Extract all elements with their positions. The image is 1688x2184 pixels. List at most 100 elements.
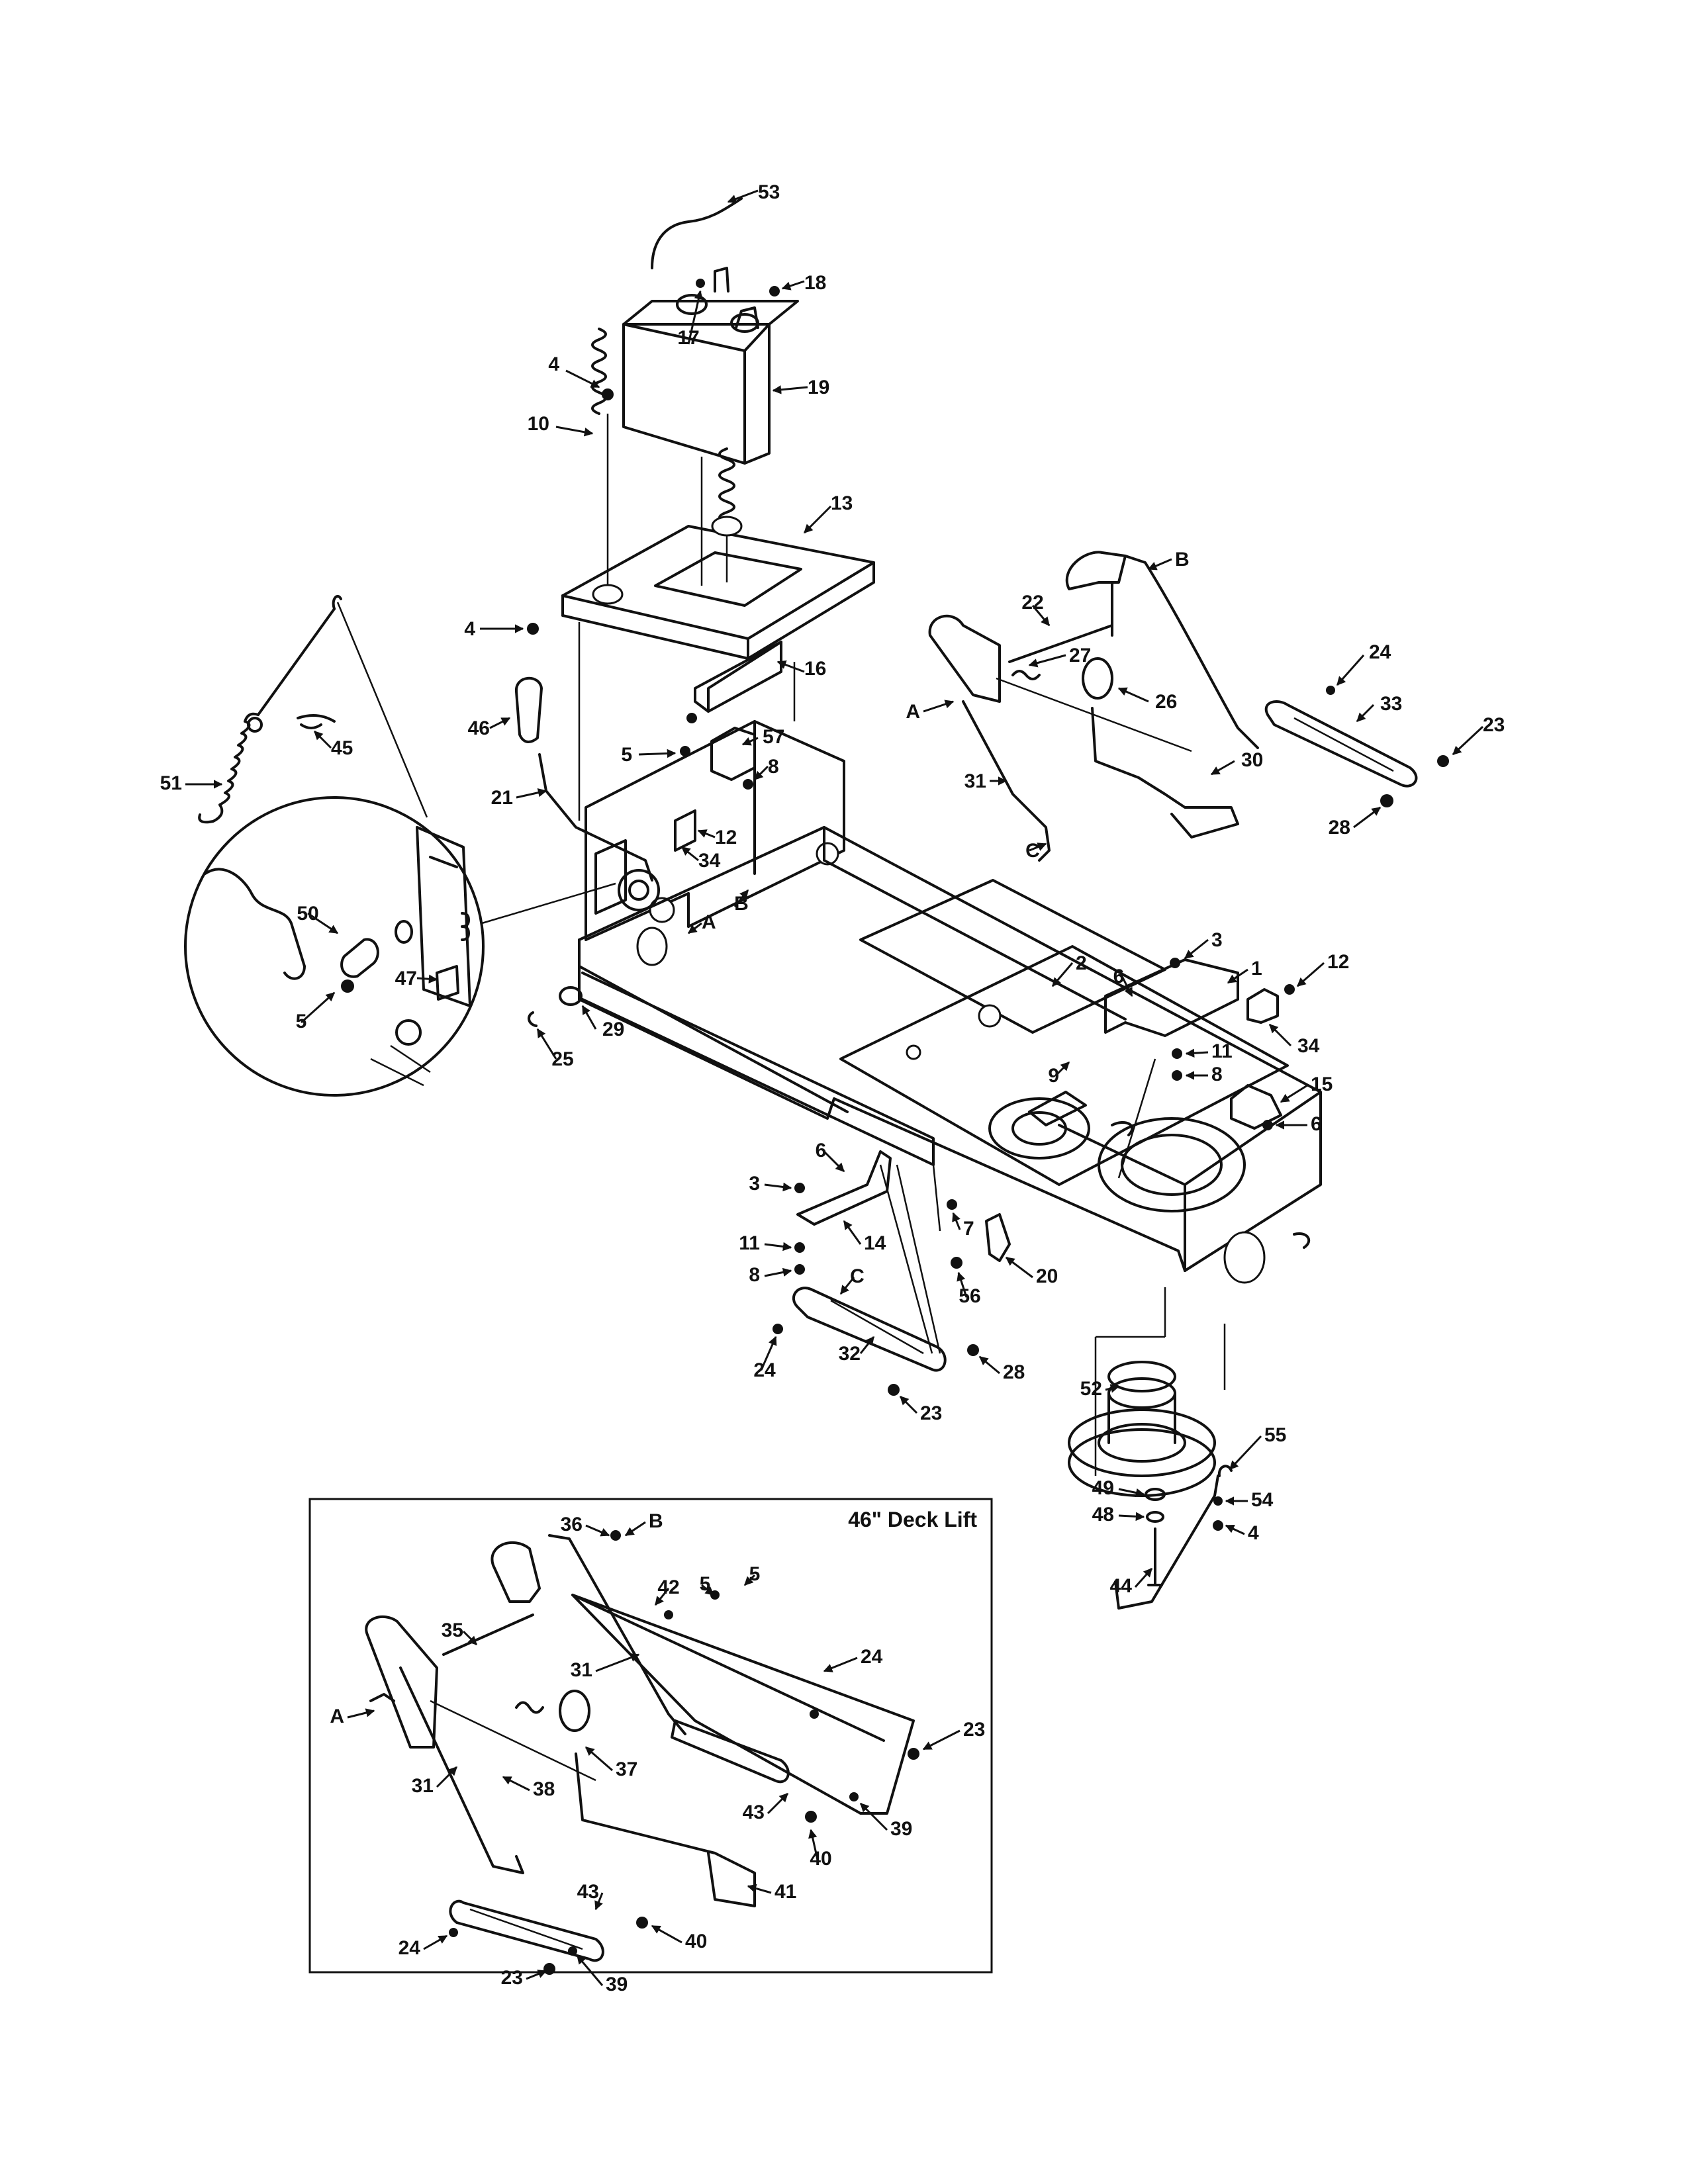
part-5-nut	[680, 746, 690, 756]
callout-number: 52	[1080, 1378, 1102, 1400]
part-22-lift-shaft	[928, 551, 1127, 703]
part-8-washer	[743, 779, 753, 790]
callout-leader	[1117, 687, 1149, 703]
callout-c19: 19	[772, 377, 829, 398]
callout-number: 57	[763, 726, 784, 748]
callout-number: 5	[621, 744, 632, 766]
callout-number: 28	[1003, 1361, 1025, 1383]
callout-c24d: 24	[399, 1934, 448, 1959]
callout-number: 24	[399, 1937, 421, 1959]
callout-leader	[576, 1954, 604, 1986]
callout-c50: 50	[297, 903, 339, 934]
callout-c54: 54	[1225, 1489, 1274, 1511]
callout-c43a: 43	[743, 1792, 789, 1823]
callout-leader	[1029, 842, 1047, 852]
callout-leader	[1280, 1084, 1308, 1103]
callout-number: 51	[160, 772, 182, 794]
callout-leader	[651, 1925, 682, 1944]
callout-c23a: 23	[1452, 714, 1505, 756]
callout-number: A	[906, 701, 920, 723]
callout-number: 22	[1021, 592, 1043, 614]
callout-leader	[1051, 962, 1074, 987]
callout-leader	[1356, 704, 1375, 723]
callout-number: 6	[816, 1140, 827, 1161]
part-33-lift-link	[1264, 700, 1418, 788]
callout-number: 56	[959, 1285, 980, 1307]
part-51-spring	[198, 595, 342, 824]
inset-title: 46" Deck Lift	[848, 1508, 977, 1531]
detail-magnifier	[184, 796, 616, 1097]
callout-c55: 55	[1229, 1424, 1286, 1471]
callout-number: 25	[551, 1048, 573, 1070]
callout-number: 12	[1327, 951, 1349, 973]
callout-c4c: 4	[1225, 1522, 1259, 1544]
part-32-lift-link	[792, 1287, 947, 1372]
callout-c33: 33	[1356, 693, 1402, 723]
callout-number: 55	[1264, 1424, 1286, 1446]
part-29-bushing	[559, 986, 583, 1006]
callout-c6b: 6	[1275, 1113, 1322, 1135]
callout-c44: 44	[1110, 1567, 1153, 1597]
callout-number: 31	[412, 1775, 434, 1797]
callout-c2: 2	[1051, 952, 1087, 987]
callout-leader	[803, 505, 832, 534]
callout-cC1: C	[1025, 840, 1047, 862]
part-54-washer	[1213, 1496, 1223, 1506]
callout-c31b: 31	[571, 1653, 640, 1681]
callout-number: 5	[296, 1011, 307, 1032]
callout-c23b: 23	[899, 1395, 942, 1424]
callout-leader	[581, 1005, 597, 1030]
callout-number: A	[702, 911, 716, 933]
callout-leader	[1225, 1524, 1245, 1535]
inset-box-46-deck-lift	[308, 1498, 993, 1974]
callout-leader	[772, 385, 808, 394]
callout-leader	[585, 1746, 613, 1772]
part-27-spring	[1011, 670, 1041, 680]
callout-leader	[776, 660, 805, 673]
part-5-nut-detail	[341, 979, 354, 993]
callout-leader	[555, 426, 594, 437]
callout-leader	[416, 974, 438, 983]
callout-c26: 26	[1117, 687, 1177, 713]
callout-cB2: B	[1147, 549, 1190, 570]
callout-number: 4	[548, 353, 559, 375]
callout-number: 48	[1092, 1504, 1114, 1525]
callout-number: 16	[804, 658, 826, 680]
part-10-spring	[591, 328, 609, 589]
part-48-washer	[1146, 1511, 1164, 1523]
callout-leader	[687, 290, 703, 345]
callout-number: 6	[1113, 966, 1125, 987]
part-50-bushing	[340, 920, 413, 978]
callout-leader	[1268, 1023, 1292, 1047]
part-23-nut	[888, 1384, 900, 1396]
callout-leader	[760, 1336, 777, 1371]
part-19-battery	[622, 267, 799, 465]
callout-number: 40	[810, 1848, 831, 1870]
callout-number: 39	[890, 1818, 912, 1840]
callout-number: B	[734, 893, 749, 915]
callout-number: 32	[839, 1343, 861, 1365]
callout-number: 47	[395, 968, 417, 989]
callout-leader	[764, 1267, 792, 1277]
part-13-battery-tray	[561, 516, 875, 660]
callout-c20: 20	[1005, 1256, 1058, 1287]
callout-cA3: A	[330, 1706, 375, 1727]
part-3-bolt	[1170, 958, 1180, 968]
callout-c23d: 23	[501, 1967, 547, 1989]
callout-cA2: A	[906, 700, 955, 723]
callout-leader	[300, 991, 336, 1024]
part-57-screw	[686, 713, 697, 723]
callout-number: 54	[1251, 1489, 1274, 1511]
part-23-nut-upper	[1437, 755, 1449, 767]
part-24-pin-upper	[1326, 686, 1335, 695]
part-14-bracket	[796, 1150, 892, 1226]
callout-leader	[1055, 1061, 1070, 1077]
callout-leader	[1353, 806, 1382, 829]
part-8-nut-b	[794, 1264, 805, 1275]
callout-c39a: 39	[859, 1802, 912, 1840]
callout-leader	[747, 1884, 772, 1894]
callout-leader	[536, 1028, 557, 1060]
callout-c34b: 34	[1268, 1023, 1320, 1057]
callout-c6a: 6	[1113, 966, 1133, 997]
callout-c5c: 5	[700, 1573, 715, 1596]
